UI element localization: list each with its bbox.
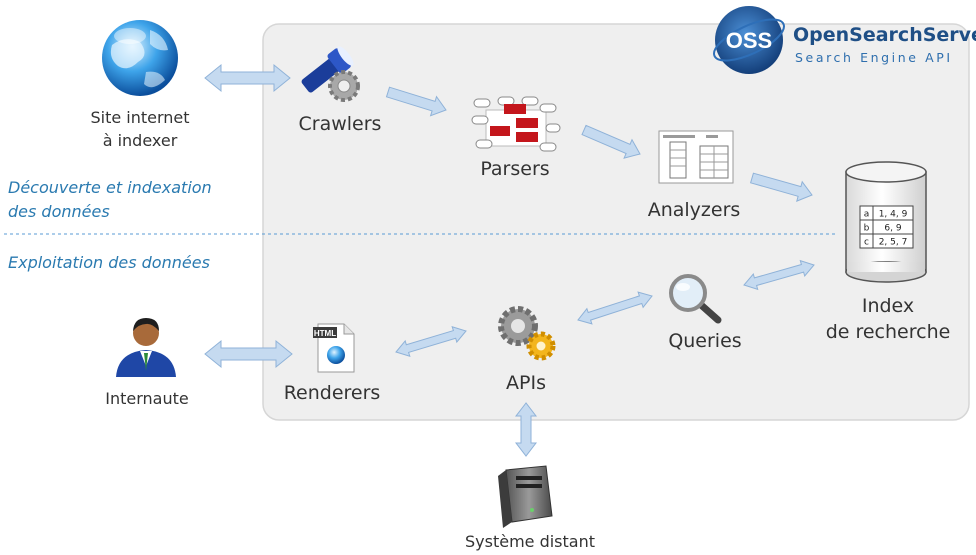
- section-exploitation-label: Exploitation des données: [8, 253, 210, 272]
- analyzers-label: Analyzers: [647, 199, 741, 221]
- arrow-renderers-apis: [395, 326, 467, 357]
- arrow-queries-index: [743, 259, 815, 291]
- index-table-cell: [872, 233, 914, 249]
- magnifier-icon: [669, 274, 722, 324]
- logo-title: OpenSearchServer: [793, 24, 976, 46]
- index-postings: 1, 4, 9: [879, 210, 908, 220]
- oss-logo-badge: OSS: [726, 28, 772, 53]
- arrow-crawlers-parsers: [385, 86, 447, 117]
- arrow-analyzers-index: [749, 172, 813, 202]
- queries-label: Queries: [668, 330, 742, 352]
- crawlers-label: Crawlers: [298, 113, 382, 135]
- internaute-label: Internaute: [105, 389, 189, 408]
- index-postings: 2, 5, 7: [879, 238, 908, 248]
- arrow-site-crawlers: [204, 63, 291, 93]
- arrow-apis-systeme: [514, 402, 538, 457]
- logo-tagline: Search Engine API: [795, 50, 953, 65]
- arrow-parsers-analyzers: [581, 124, 641, 159]
- apis-label: APIs: [506, 372, 546, 394]
- oss-logo-icon: OSS: [713, 6, 785, 74]
- gears-icon: [498, 306, 556, 361]
- renderers-label: Renderers: [283, 382, 381, 404]
- arrow-user-renderers: [204, 339, 293, 369]
- engine-panel: [262, 23, 970, 421]
- parsers-label: Parsers: [480, 158, 550, 180]
- user-icon: [116, 318, 176, 377]
- index-term: b: [864, 224, 870, 234]
- globe-icon: [102, 20, 178, 96]
- index-term: c: [864, 238, 869, 248]
- index-table: a 1, 4, 9 b 6, 9 c 2, 5, 7: [859, 205, 914, 249]
- server-icon: [498, 465, 553, 528]
- html-file-icon: HTML: [313, 323, 355, 373]
- systeme-label: Système distant: [464, 532, 596, 551]
- html-badge: HTML: [314, 329, 336, 338]
- parsers-flowchart-icon: [471, 96, 561, 152]
- index-term: a: [864, 210, 870, 220]
- section-discovery-label: Découverte et indexation des données: [8, 178, 212, 221]
- index-label: Index de recherche: [825, 295, 951, 343]
- analyzers-document-icon: [658, 130, 734, 184]
- arrow-apis-queries: [577, 291, 653, 325]
- flashlight-gear-icon: [301, 46, 360, 102]
- site-label: Site internet à indexer: [90, 108, 190, 150]
- index-postings: 6, 9: [884, 224, 901, 234]
